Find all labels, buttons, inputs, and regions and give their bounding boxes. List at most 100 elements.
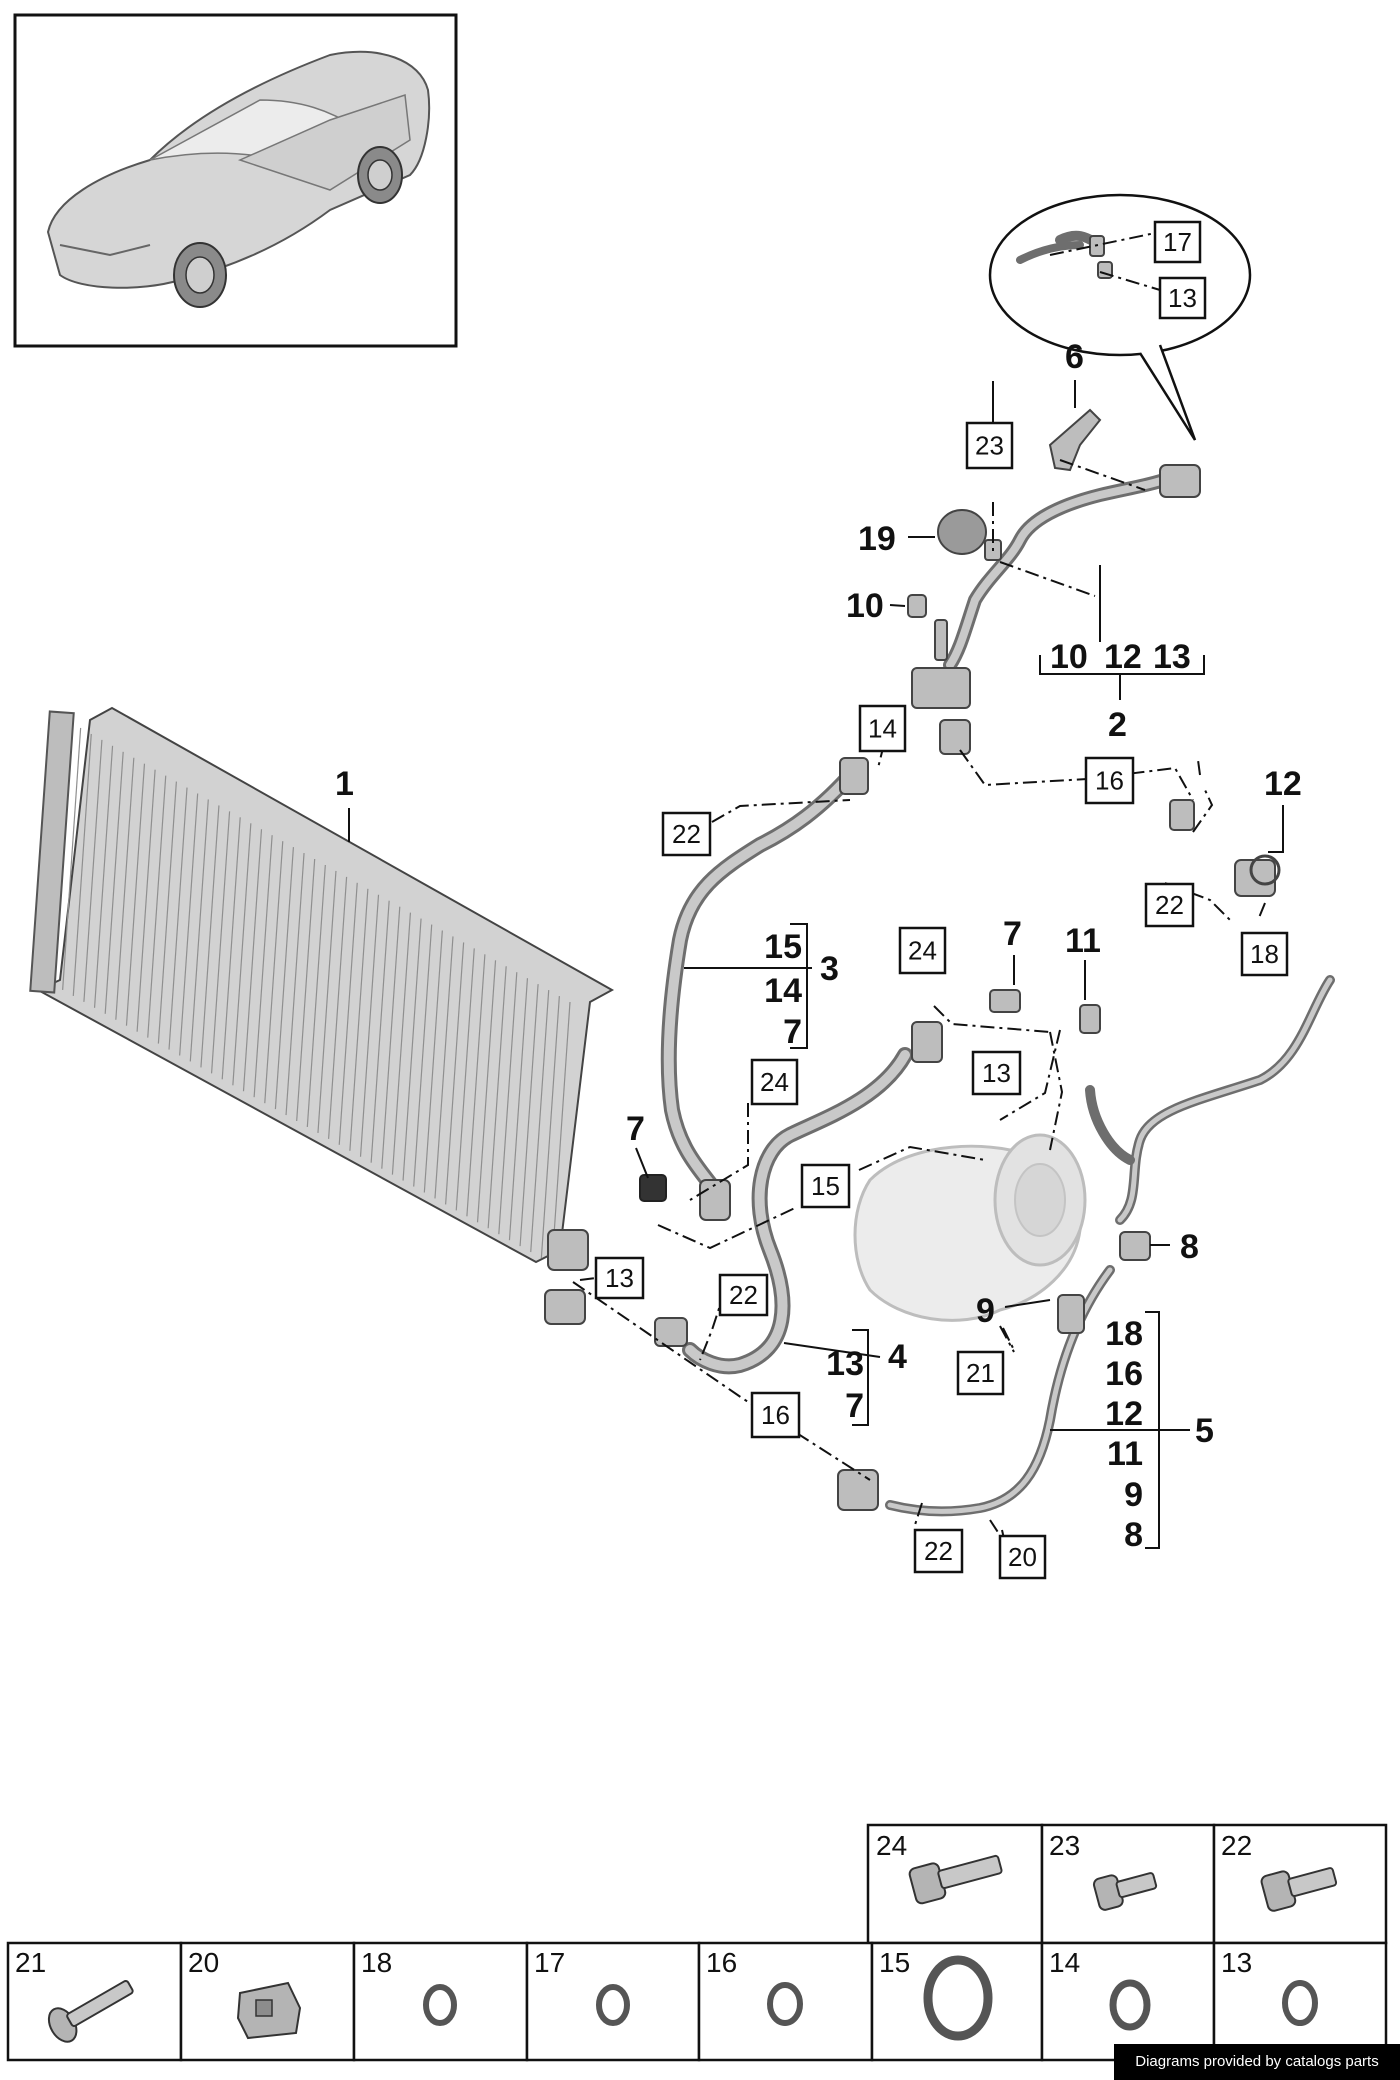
condenser-fin	[359, 894, 380, 1157]
o-ring-15-icon	[923, 1955, 993, 2041]
condenser-fin	[317, 870, 337, 1133]
condenser-fin	[104, 751, 124, 1014]
callout-box-b16b: 16	[750, 1391, 801, 1439]
group-5-item: 18	[1105, 1315, 1143, 1353]
callout-box-label: 22	[729, 1280, 758, 1310]
condenser-fin	[125, 763, 146, 1026]
condenser-fin	[540, 996, 560, 1259]
group-5-item: 16	[1105, 1355, 1143, 1393]
condenser-fin	[296, 858, 316, 1122]
callout-box-label: 23	[975, 431, 1004, 461]
callout-box-label: 16	[1095, 766, 1124, 796]
callout-box-label: 14	[868, 714, 897, 744]
condenser-fin	[508, 978, 529, 1241]
group-2-item: 13	[1153, 638, 1191, 676]
table-cell-label: 15	[879, 1947, 910, 1978]
pipe-line-4	[654, 989, 1021, 1375]
callout-9: 9	[976, 1292, 995, 1330]
callout-box-b20: 20	[998, 1534, 1047, 1580]
callout-box-label: 13	[1168, 283, 1197, 313]
condenser-fin	[274, 847, 295, 1110]
condenser-fin	[72, 733, 92, 996]
table-cell-label: 16	[706, 1947, 737, 1978]
condenser-fin	[370, 900, 390, 1163]
table-cell	[870, 1941, 1044, 2062]
table-cell	[525, 1941, 701, 2062]
condenser-fin	[232, 823, 252, 1086]
o-ring-18-icon	[423, 1984, 457, 2026]
callout-5: 5	[1195, 1412, 1214, 1450]
callout-box-b13b: 13	[971, 1050, 1022, 1096]
group-3-item: 14	[764, 972, 802, 1010]
callout-box-label: 22	[924, 1536, 953, 1566]
callout-box-b17: 17	[1153, 220, 1202, 264]
callout-box-label: 13	[605, 1263, 634, 1293]
group-5-item: 11	[1107, 1435, 1143, 1473]
callout-box-b24a: 24	[898, 926, 947, 975]
bolt-22-icon	[1260, 1867, 1338, 1912]
condenser-fin	[62, 727, 82, 990]
condenser-fin	[221, 817, 241, 1080]
group-4-items: 13 7	[826, 1345, 864, 1425]
callout-box-label: 24	[908, 936, 937, 966]
leader-lines	[348, 231, 1284, 1549]
condenser-fin	[445, 942, 465, 1205]
table-cell	[352, 1941, 529, 2062]
condenser-fin	[157, 781, 177, 1044]
attribution-footer: Diagrams provided by catalogs parts	[1114, 2044, 1400, 2080]
group-5-item: 12	[1105, 1395, 1143, 1433]
callout-7b: 7	[626, 1110, 645, 1148]
condenser-fin	[210, 811, 231, 1074]
callout-box-label: 21	[966, 1358, 995, 1388]
callout-box-label: 13	[982, 1058, 1011, 1088]
condenser-fin	[179, 793, 199, 1056]
condenser-fin	[466, 954, 486, 1217]
callout-box-label: 24	[760, 1067, 789, 1097]
group-2-items: 10 12 13	[1050, 638, 1191, 676]
group-5-item: 9	[1124, 1476, 1143, 1514]
pipe-line-5	[837, 799, 1335, 1517]
condenser-fin	[264, 841, 284, 1104]
condenser-fin	[551, 1001, 571, 1265]
group-2-item: 12	[1104, 638, 1142, 676]
o-ring-14-icon	[1109, 1979, 1151, 2031]
callout-box-label: 22	[1155, 890, 1184, 920]
condenser-fin	[83, 739, 103, 1002]
condenser-fin	[285, 853, 305, 1116]
condenser-fin	[498, 972, 518, 1235]
callout-box-b21: 21	[956, 1350, 1005, 1396]
detail-callout	[988, 193, 1252, 441]
callout-10: 10	[846, 587, 884, 625]
callout-box-b22c: 22	[718, 1273, 769, 1317]
table-cell-label: 22	[1221, 1830, 1252, 1861]
condenser-fin	[423, 930, 443, 1193]
clip-20-icon	[236, 1981, 302, 2040]
condenser-fin	[476, 960, 497, 1223]
condenser-fin	[147, 775, 167, 1038]
callout-4: 4	[888, 1338, 907, 1376]
callout-8: 8	[1180, 1228, 1199, 1266]
callout-1: 1	[335, 765, 354, 803]
callout-box-b13c: 13	[594, 1256, 645, 1300]
callout-box-label: 18	[1250, 939, 1279, 969]
callout-box-b22b: 22	[1144, 882, 1195, 928]
compressor	[853, 1133, 1087, 1322]
callout-11: 11	[1065, 922, 1101, 960]
condenser-fin	[168, 787, 188, 1050]
table-cell-label: 20	[188, 1947, 219, 1978]
bracket-6	[1048, 408, 1102, 472]
table-cell-label: 18	[361, 1947, 392, 1978]
condenser-fin	[253, 835, 273, 1098]
callout-12: 12	[1264, 765, 1302, 803]
condenser-fin	[327, 876, 348, 1139]
bolt-23-icon	[1092, 1872, 1158, 1911]
callout-box-b13top: 13	[1158, 276, 1207, 320]
group-3-item: 7	[783, 1013, 802, 1051]
table-cell	[1212, 1941, 1388, 2062]
condenser-fin	[413, 924, 433, 1187]
o-ring-17-icon	[596, 1984, 630, 2026]
condenser-fin	[136, 769, 156, 1032]
group-4-item: 7	[845, 1387, 864, 1425]
o-ring-16-icon	[767, 1982, 803, 2026]
table-cell-label: 17	[534, 1947, 565, 1978]
